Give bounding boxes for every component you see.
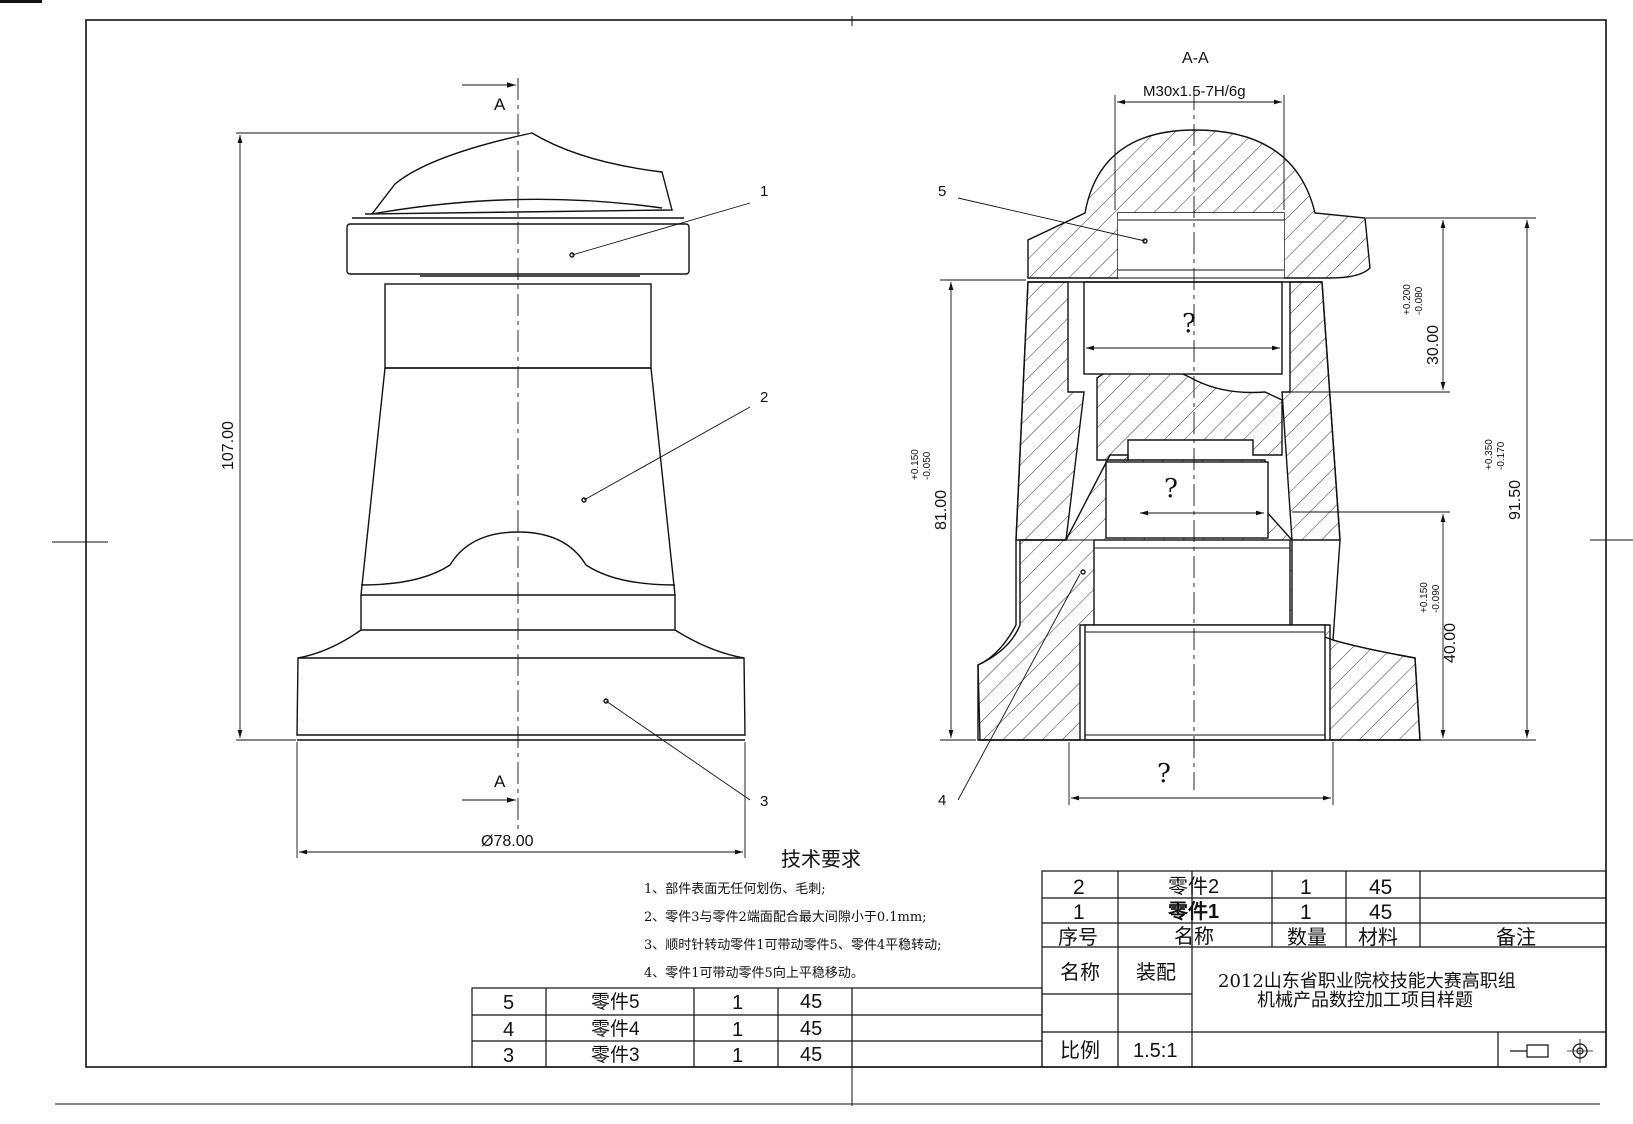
svg-text:45: 45 — [800, 1044, 822, 1066]
svg-text:零件4: 零件4 — [591, 1018, 640, 1040]
callout-1: 1 — [760, 183, 768, 200]
section-title: A-A — [1182, 50, 1209, 67]
height-dimension: 107.00 — [220, 421, 237, 470]
table-row: 4 零件4 1 45 — [503, 1018, 822, 1041]
svg-text:-0.090: -0.090 — [1431, 584, 1442, 613]
svg-text:5: 5 — [503, 992, 514, 1014]
header-note: 备注 — [1496, 926, 1536, 949]
callout-4: 4 — [938, 792, 946, 809]
svg-text:2: 2 — [1073, 876, 1085, 899]
unknown-dim-2: ? — [1164, 474, 1178, 504]
svg-text:+0.150: +0.150 — [1419, 582, 1430, 613]
dim-81: 81.00 +0.150 -0.050 — [910, 449, 950, 530]
name-label: 名称 — [1060, 961, 1100, 984]
scale-value: 1.5:1 — [1133, 1040, 1177, 1062]
section-view — [940, 88, 1536, 805]
svg-text:91.50: 91.50 — [1507, 480, 1524, 520]
svg-text:零件2: 零件2 — [1168, 875, 1219, 898]
svg-text:4: 4 — [503, 1019, 514, 1041]
tech-req-title: 技术要求 — [781, 847, 861, 871]
title-block — [1041, 870, 1607, 1068]
svg-text:1: 1 — [732, 1045, 743, 1067]
tech-req-item: 1、部件表面无任何划伤、毛刺; — [644, 881, 826, 897]
tech-req-item: 3、顺时针转动零件1可带动零件5、零件4平稳转动; — [644, 937, 941, 953]
svg-text:40.00: 40.00 — [1442, 623, 1459, 663]
front-view — [236, 78, 751, 858]
svg-text:3: 3 — [503, 1045, 514, 1067]
dim-40: 40.00 +0.150 -0.090 — [1419, 582, 1459, 663]
svg-text:1: 1 — [732, 1019, 743, 1041]
svg-text:+0.150: +0.150 — [910, 449, 921, 480]
header-qty: 数量 — [1287, 926, 1327, 949]
svg-text:零件3: 零件3 — [591, 1044, 640, 1066]
svg-text:1: 1 — [1073, 901, 1085, 924]
svg-text:+0.350: +0.350 — [1484, 439, 1495, 470]
svg-text:45: 45 — [800, 991, 822, 1013]
svg-text:-0.170: -0.170 — [1496, 441, 1507, 470]
section-mark-bottom: A — [494, 772, 506, 791]
svg-text:81.00: 81.00 — [933, 490, 950, 530]
header-name: 名称 — [1174, 925, 1214, 948]
section-mark-top: A — [494, 95, 506, 114]
unknown-dim-3: ? — [1157, 759, 1171, 789]
dim-91-5: 91.50 +0.350 -0.170 — [1484, 439, 1524, 520]
name-value: 装配 — [1136, 961, 1176, 984]
scale-label: 比例 — [1060, 1039, 1100, 1062]
svg-text:1: 1 — [1300, 876, 1312, 899]
svg-text:-0.050: -0.050 — [922, 451, 933, 480]
title-block-row: 2 零件2 1 45 — [1073, 875, 1392, 899]
header-no: 序号 — [1058, 926, 1098, 949]
svg-text:零件5: 零件5 — [591, 991, 640, 1013]
diameter-dimension: Ø78.00 — [481, 833, 534, 850]
parts-list-table — [471, 987, 1043, 1068]
svg-text:45: 45 — [800, 1018, 822, 1040]
callout-3: 3 — [760, 793, 768, 810]
svg-text:+0.200: +0.200 — [1402, 284, 1413, 315]
title-block-row: 1 零件1 1 45 — [1073, 899, 1392, 924]
thread-spec: M30x1.5-7H/6g — [1143, 83, 1246, 100]
table-row: 3 零件3 1 45 — [503, 1044, 822, 1067]
svg-text:-0.080: -0.080 — [1414, 286, 1425, 315]
svg-text:45: 45 — [1369, 901, 1392, 924]
svg-text:零件1: 零件1 — [1167, 899, 1219, 923]
callout-5: 5 — [938, 183, 946, 200]
drawing-title-line2: 机械产品数控加工项目样题 — [1257, 990, 1473, 1011]
dim-30: 30.00 +0.200 -0.080 — [1402, 284, 1442, 365]
svg-text:1: 1 — [1300, 901, 1312, 924]
tech-req-item: 4、零件1可带动零件5向上平稳移动。 — [644, 965, 864, 981]
svg-text:1: 1 — [732, 992, 743, 1014]
table-row: 5 零件5 1 45 — [503, 991, 822, 1014]
header-mat: 材料 — [1358, 926, 1398, 949]
drawing-title-line1: 2012山东省职业院校技能大赛高职组 — [1218, 971, 1516, 992]
svg-text:45: 45 — [1369, 876, 1392, 899]
tech-req-item: 2、零件3与零件2端面配合最大间隙小于0.1mm; — [644, 910, 927, 925]
callout-2: 2 — [760, 389, 768, 406]
unknown-dim-1: ? — [1182, 309, 1196, 339]
svg-text:30.00: 30.00 — [1425, 325, 1442, 365]
